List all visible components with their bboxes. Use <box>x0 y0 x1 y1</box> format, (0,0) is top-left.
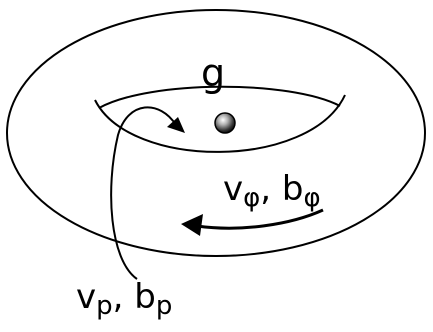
toroidal-arrowhead-icon <box>181 214 203 236</box>
torus-hole-lower-rim <box>94 94 346 153</box>
toroidal-b-sub: φ <box>304 183 321 213</box>
gravity-label: g <box>201 51 225 95</box>
central-mass-sphere-icon <box>214 112 236 134</box>
toroidal-label: vφ, bφ <box>223 169 321 213</box>
torus-outer-outline <box>6 9 426 257</box>
poloidal-v: v <box>76 277 96 317</box>
toroidal-sep: , <box>260 169 282 209</box>
poloidal-label: vp, bp <box>76 277 172 321</box>
poloidal-v-sub: p <box>96 291 113 321</box>
poloidal-sep: , <box>113 277 135 317</box>
poloidal-flow-arrow-icon <box>110 106 177 280</box>
toroidal-v-sub: φ <box>243 183 260 213</box>
toroidal-b: b <box>282 169 304 209</box>
poloidal-b-sub: p <box>156 291 173 321</box>
toroidal-flow-arrow-icon <box>196 208 324 230</box>
torus-hole-upper-rim <box>98 85 341 109</box>
toroidal-v: v <box>223 169 243 209</box>
poloidal-arrowhead-icon <box>167 117 185 133</box>
poloidal-b: b <box>134 277 156 317</box>
